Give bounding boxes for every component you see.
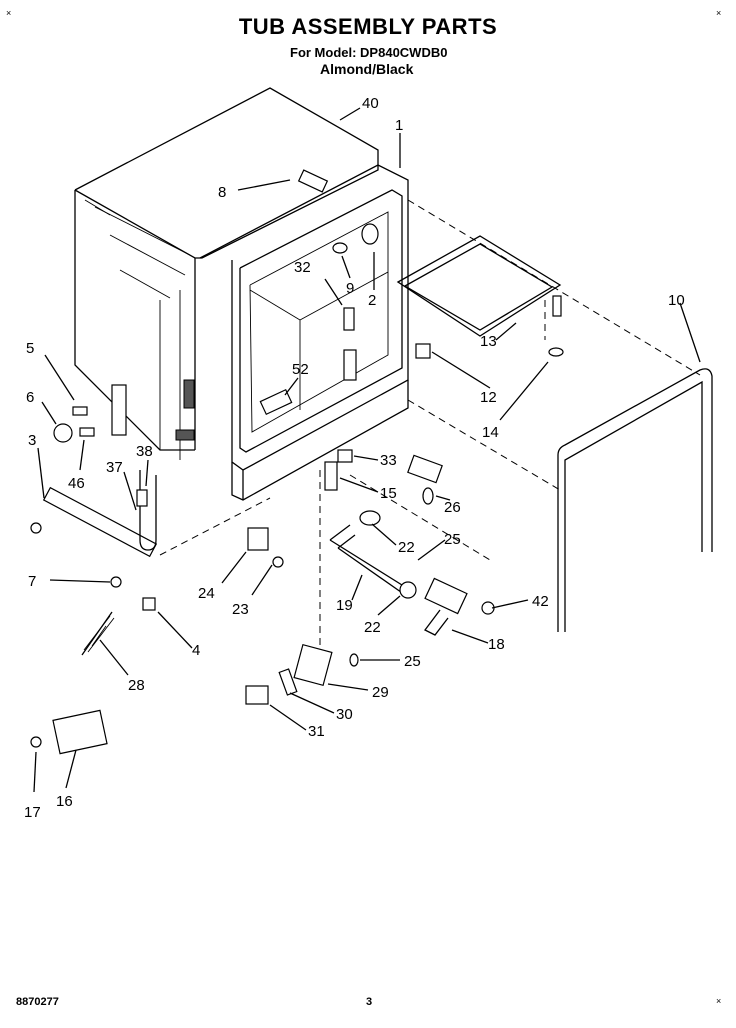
callout-33: 33	[380, 452, 397, 469]
callout-6: 6	[26, 389, 34, 406]
callout-42: 42	[532, 593, 549, 610]
callout-52: 52	[292, 361, 309, 378]
page-title: TUB ASSEMBLY PARTS	[238, 14, 498, 39]
callout-7: 7	[28, 573, 36, 590]
callout-46: 46	[68, 475, 85, 492]
callout-25: 25	[444, 531, 461, 548]
callout-29: 29	[372, 684, 389, 701]
diagram-code: 8870277	[16, 996, 59, 1008]
callout-40: 40	[362, 95, 379, 112]
callout-23: 23	[232, 601, 249, 618]
callout-2: 2	[368, 292, 376, 309]
callout-38: 38	[136, 443, 153, 460]
callout-14: 14	[482, 424, 499, 441]
callout-24: 24	[198, 585, 215, 602]
callout-13: 13	[480, 333, 497, 350]
callout-3: 3	[28, 432, 36, 449]
callout-25: 25	[404, 653, 421, 670]
page-number: 3	[366, 996, 373, 1008]
callout-10: 10	[668, 292, 685, 309]
callout-12: 12	[480, 389, 497, 406]
callout-22: 22	[398, 539, 415, 556]
callout-labels: 40 1 8 32 9 2 10 13 12 14 5 6 3 52 38 37…	[24, 95, 685, 821]
callout-19: 19	[336, 597, 353, 614]
tub-cabinet	[74, 87, 409, 501]
callout-16: 16	[56, 793, 73, 810]
callout-30: 30	[336, 706, 353, 723]
callout-5: 5	[26, 340, 34, 357]
callout-37: 37	[106, 459, 123, 476]
callout-26: 26	[444, 499, 461, 516]
callout-17: 17	[24, 804, 41, 821]
callout-28: 28	[128, 677, 145, 694]
callout-9: 9	[346, 280, 354, 297]
small-parts	[30, 169, 564, 755]
corner-mark: ×	[6, 8, 12, 18]
callout-32: 32	[294, 259, 311, 276]
callout-22: 22	[364, 619, 381, 636]
color-line: Almond/Black	[320, 61, 414, 77]
leader-lines	[33, 107, 701, 793]
model-line: For Model: DP840CWDB0	[290, 45, 448, 60]
side-rail	[557, 368, 713, 632]
rack-frame	[396, 235, 562, 337]
callout-15: 15	[380, 485, 397, 502]
callout-18: 18	[488, 636, 505, 653]
dashed-guide-lines	[159, 199, 701, 650]
callout-4: 4	[192, 642, 200, 659]
corner-mark: ×	[716, 996, 722, 1006]
callout-1: 1	[395, 117, 403, 134]
callout-31: 31	[308, 723, 325, 740]
corner-mark: ×	[716, 8, 722, 18]
callout-8: 8	[218, 184, 226, 201]
